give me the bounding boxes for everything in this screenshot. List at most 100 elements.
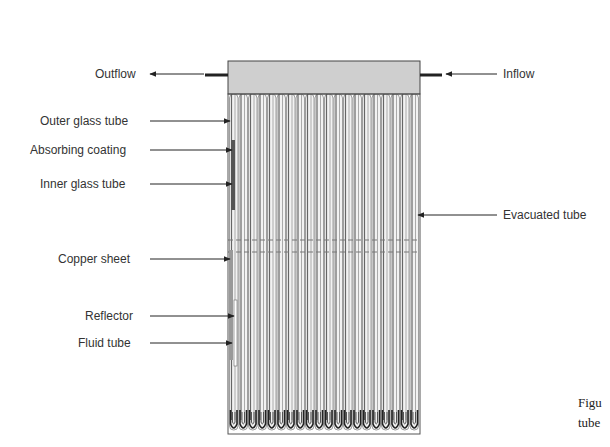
- inflow-pipe: [420, 74, 442, 77]
- tube-end: [413, 412, 416, 424]
- inner-glass-tube: [373, 94, 374, 420]
- inner-glass-tube: [364, 94, 365, 420]
- flow-label: Inflow: [503, 67, 534, 81]
- outer-glass-tube: [249, 94, 258, 430]
- inner-glass-tube: [282, 94, 283, 420]
- outer-glass-tube: [401, 94, 410, 430]
- outer-glass-tube: [344, 94, 353, 430]
- section-line: [228, 240, 420, 241]
- evacuated-tubes: [230, 94, 419, 430]
- part-label: Copper sheet: [58, 252, 130, 266]
- outer-glass-tube: [258, 94, 267, 430]
- inner-glass-tube: [311, 94, 312, 420]
- part-label: Reflector: [85, 309, 133, 323]
- caption-fragment: Figu: [578, 396, 602, 410]
- inner-glass-tube: [392, 94, 393, 420]
- leader-line: [150, 316, 234, 317]
- tube-end: [297, 410, 304, 428]
- tube-end: [250, 410, 257, 428]
- inner-glass-tube: [254, 94, 255, 420]
- tube-end: [271, 412, 274, 424]
- inner-glass-tube: [244, 94, 245, 420]
- tube-end: [252, 412, 255, 424]
- leader-line: [150, 74, 204, 75]
- inner-glass-tube: [368, 94, 369, 420]
- tube-end: [375, 412, 378, 424]
- inner-glass-tube: [354, 94, 355, 420]
- part-label: Inner glass tube: [40, 177, 125, 191]
- tube-end: [240, 410, 247, 428]
- collector-frame: [228, 94, 420, 434]
- inner-glass-tube: [278, 94, 279, 420]
- tube-end: [269, 410, 276, 428]
- tube-end: [411, 410, 418, 428]
- tube-end: [299, 412, 302, 424]
- outer-glass-tube: [372, 94, 381, 430]
- tube-end: [366, 412, 369, 424]
- outflow-pipe: [205, 74, 228, 77]
- leader-line: [150, 150, 232, 151]
- tube-end: [316, 410, 323, 428]
- inner-glass-tube: [297, 94, 298, 420]
- inner-glass-tube: [377, 94, 378, 420]
- leader-line: [150, 184, 232, 185]
- tube-end: [356, 412, 359, 424]
- section-line: [228, 252, 420, 253]
- outer-glass-tube: [353, 94, 362, 430]
- flow-label: Outflow: [95, 67, 136, 81]
- tube-end: [354, 410, 361, 428]
- outer-glass-tube: [334, 94, 343, 430]
- inner-glass-tube: [320, 94, 321, 420]
- leader-line: [150, 121, 230, 122]
- inner-glass-tube: [269, 94, 270, 420]
- tube-end: [385, 412, 388, 424]
- tube-end: [231, 410, 238, 428]
- tube-end: [364, 410, 371, 428]
- reflector-strip: [234, 300, 237, 366]
- outer-glass-tube: [306, 94, 315, 430]
- inner-glass-tube: [383, 94, 384, 420]
- inner-glass-tube: [263, 94, 264, 420]
- outer-glass-tube: [268, 94, 277, 430]
- tube-end: [278, 410, 285, 428]
- inner-glass-tube: [301, 94, 302, 420]
- caption-fragment: tube: [578, 416, 600, 430]
- tube-end: [373, 410, 380, 428]
- leader-line: [446, 74, 497, 75]
- tube-end: [318, 412, 321, 424]
- outer-glass-tube: [325, 94, 334, 430]
- outer-glass-tube: [391, 94, 400, 430]
- manifold-header: [228, 61, 420, 94]
- tube-end: [402, 410, 409, 428]
- tube-end: [335, 410, 342, 428]
- inner-glass-tube: [292, 94, 293, 420]
- inner-glass-tube: [415, 94, 416, 420]
- outer-glass-tube: [230, 94, 239, 430]
- tube-end: [404, 412, 407, 424]
- outer-glass-tube: [382, 94, 391, 430]
- leader-line: [418, 215, 497, 216]
- outer-glass-tube: [287, 94, 296, 430]
- tube-end: [383, 410, 390, 428]
- tube-end: [326, 410, 333, 428]
- outer-glass-tube: [296, 94, 305, 430]
- inner-glass-tube: [307, 94, 308, 420]
- tube-end: [345, 410, 352, 428]
- tube-end: [347, 412, 350, 424]
- tube-end: [394, 412, 397, 424]
- leader-line: [150, 259, 230, 260]
- outer-glass-tube: [315, 94, 324, 430]
- part-label: Fluid tube: [78, 336, 131, 350]
- part-label: Absorbing coating: [30, 143, 126, 157]
- inner-glass-tube: [326, 94, 327, 420]
- tube-end: [261, 412, 264, 424]
- tube-end: [328, 412, 331, 424]
- leader-line: [150, 343, 232, 344]
- tube-end: [280, 412, 283, 424]
- inner-glass-tube: [358, 94, 359, 420]
- tube-end: [307, 410, 314, 428]
- inner-glass-tube: [345, 94, 346, 420]
- outer-glass-tube: [277, 94, 286, 430]
- part-label: Outer glass tube: [40, 114, 128, 128]
- inner-glass-tube: [402, 94, 403, 420]
